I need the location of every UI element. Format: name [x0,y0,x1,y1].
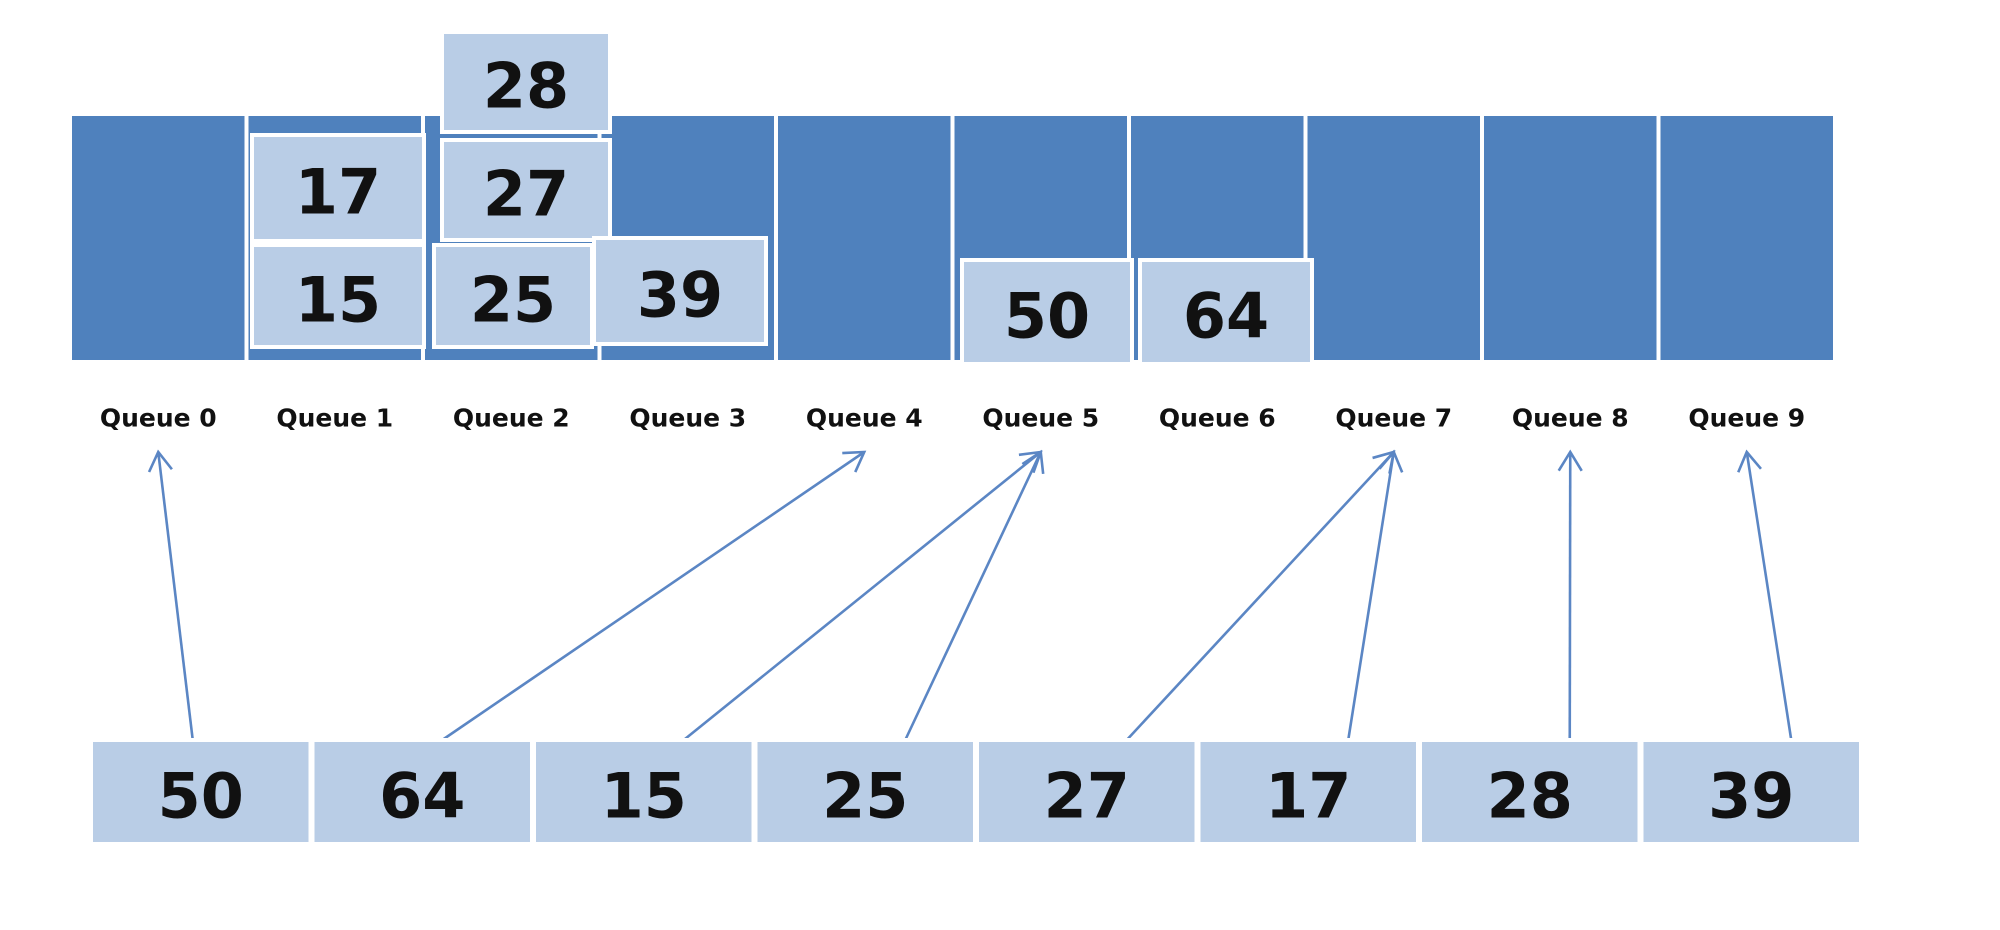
queue-3-cell: 39 [592,236,768,346]
queue-cell-value: 50 [1004,280,1090,353]
queue-bucket-9 [1660,116,1833,360]
input-cell-value: 28 [1487,760,1573,833]
arrow-25-to-queue-5 [904,451,1042,741]
queue-label-1: Queue 1 [276,404,393,433]
input-cell: 39 [1639,738,1863,846]
queue-label-2: Queue 2 [453,404,570,433]
input-cell: 27 [975,738,1199,846]
arrowhead-icon [1557,449,1583,472]
queue-1-cell: 17 [250,133,426,243]
input-cell: 50 [89,738,313,846]
queue-cell-value: 15 [295,264,381,337]
arrowhead-icon [1021,449,1045,475]
queue-cell-value: 28 [483,50,569,123]
queue-2-cell: 25 [432,243,594,349]
queue-5-cell: 50 [960,258,1134,366]
input-cell: 15 [532,738,756,846]
queue-label-7: Queue 7 [1335,404,1452,433]
arrow-64-to-queue-4 [441,450,865,742]
arrow-28-to-queue-8 [1568,451,1572,741]
input-cell-value: 50 [158,760,244,833]
queue-cell-value: 64 [1183,280,1269,353]
input-cell: 25 [753,738,977,846]
queue-bucket-0 [72,116,245,360]
input-cell-value: 39 [1708,760,1794,833]
input-cell-value: 17 [1265,760,1351,833]
input-cell: 64 [310,738,534,846]
distribution-arrows [147,449,1793,742]
input-cell-value: 64 [379,760,465,833]
input-cell-value: 15 [601,760,687,833]
arrow-17-to-queue-7 [1346,451,1396,741]
queue-cell-value: 39 [637,259,723,332]
queue-cells: 15 17 25 27 28 39 50 64 [250,30,1314,366]
queue-label-5: Queue 5 [982,404,1099,433]
arrow-50-to-queue-0 [156,451,195,741]
queue-1-cell: 15 [250,243,426,349]
input-cell: 17 [1196,738,1420,846]
queue-label-9: Queue 9 [1688,404,1805,433]
queue-cell-value: 27 [483,158,569,231]
input-cell: 28 [1418,738,1642,846]
input-cell-value: 27 [1044,760,1130,833]
arrowhead-icon [1378,449,1404,473]
queue-cell-value: 17 [295,156,381,229]
queue-cell-value: 25 [470,264,556,337]
arrow-39-to-queue-9 [1745,451,1793,741]
queue-label-6: Queue 6 [1159,404,1276,433]
queue-2-cell: 28 [440,30,612,134]
arrowhead-icon [1737,449,1762,473]
queue-2-cell: 27 [440,138,612,242]
queue-6-cell: 64 [1138,258,1314,366]
queue-bucket-8 [1484,116,1657,360]
arrowhead-icon [842,450,867,473]
arrowhead-icon [147,449,173,473]
queue-label-0: Queue 0 [100,404,217,433]
queue-label-4: Queue 4 [806,404,923,433]
queue-label-8: Queue 8 [1512,404,1629,433]
queue-label-3: Queue 3 [629,404,746,433]
arrow-27-to-queue-7 [1125,451,1395,741]
input-cell-value: 25 [822,760,908,833]
queue-bucket-7 [1307,116,1480,360]
queue-labels: Queue 0 Queue 1 Queue 2 Queue 3 Queue 4 Queue… [100,404,1805,433]
arrow-15-to-queue-5 [682,450,1042,742]
queue-bucket-4 [778,116,951,360]
input-row: 50 64 15 25 27 17 28 39 [89,738,1863,846]
